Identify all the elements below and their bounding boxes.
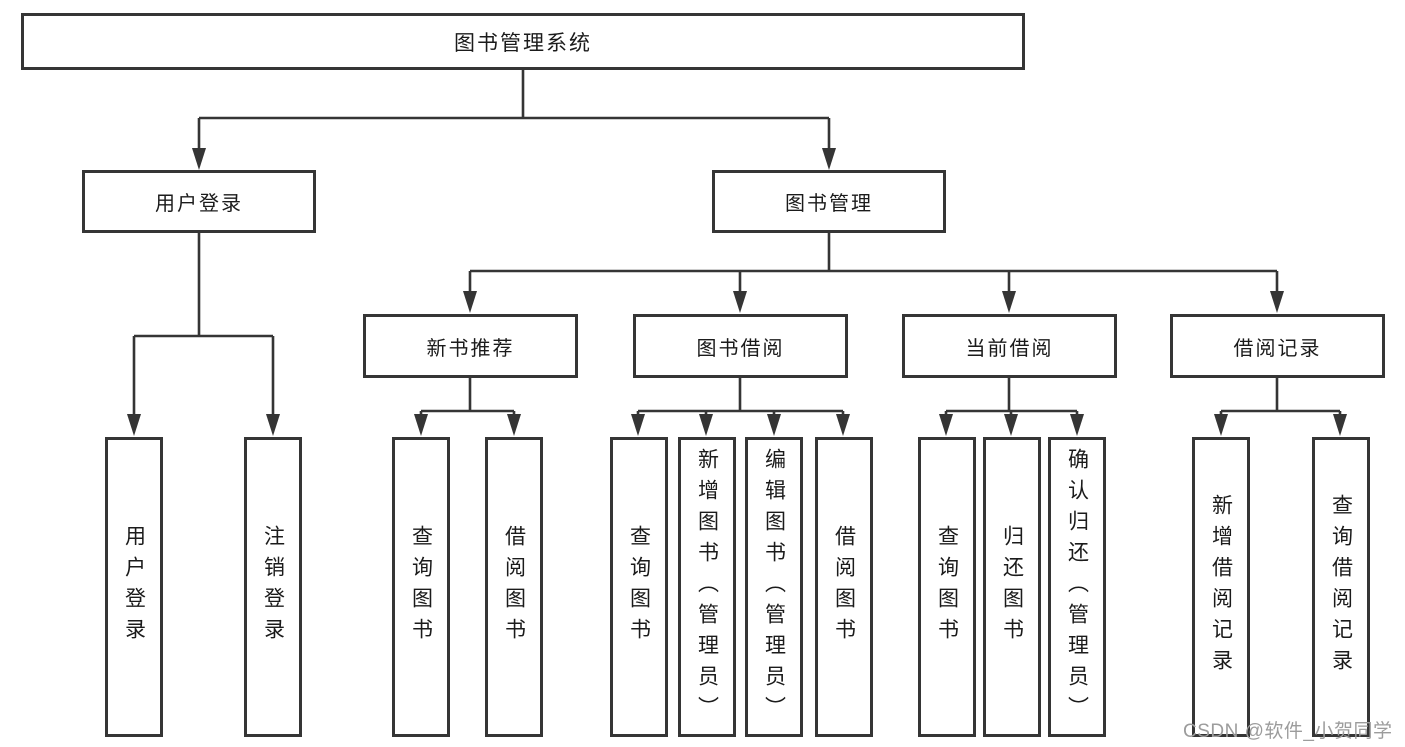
connector-current-borrow-to-leaves — [944, 378, 1079, 417]
leaf-current-query-books: 查询图书 — [918, 437, 976, 737]
leaf-label: 确认归还（管理员） — [1065, 447, 1089, 727]
connector-book-management-to-level3 — [468, 233, 1279, 293]
connector-root-to-level2 — [197, 70, 831, 150]
node-new-book-recommend: 新书推荐 — [363, 314, 578, 378]
leaf-label: 查询图书 — [409, 525, 433, 649]
node-current-borrow: 当前借阅 — [902, 314, 1117, 378]
arrowheads — [127, 148, 1347, 436]
leaf-borrow-add-books-admin: 新增图书（管理员） — [678, 437, 736, 737]
leaf-logout: 注销登录 — [244, 437, 302, 737]
csdn-watermark: CSDN @软件_小贺同学 — [1183, 721, 1393, 742]
leaf-label: 查询借阅记录 — [1329, 494, 1353, 680]
leaf-newbook-borrow-books: 借阅图书 — [485, 437, 543, 737]
leaf-label: 编辑图书（管理员） — [762, 447, 786, 727]
leaf-records-add-record: 新增借阅记录 — [1192, 437, 1250, 737]
node-root-system: 图书管理系统 — [21, 13, 1025, 70]
leaf-borrow-borrow-books: 借阅图书 — [815, 437, 873, 737]
leaf-borrow-query-books: 查询图书 — [610, 437, 668, 737]
leaf-label: 借阅图书 — [832, 525, 856, 649]
leaf-current-confirm-return-admin: 确认归还（管理员） — [1048, 437, 1106, 737]
node-user-login: 用户登录 — [82, 170, 316, 233]
connector-user-login-to-leaves — [132, 233, 275, 416]
leaf-current-return-books: 归还图书 — [983, 437, 1041, 737]
leaf-label: 归还图书 — [1000, 525, 1024, 649]
leaf-label: 注销登录 — [261, 525, 285, 649]
leaf-label: 用户登录 — [122, 525, 146, 649]
leaf-records-query-record: 查询借阅记录 — [1312, 437, 1370, 737]
leaf-label: 查询图书 — [935, 525, 959, 649]
leaf-borrow-edit-books-admin: 编辑图书（管理员） — [745, 437, 803, 737]
leaf-newbook-query-books: 查询图书 — [392, 437, 450, 737]
connector-new-book-to-leaves — [419, 378, 516, 417]
connector-borrow-records-to-leaves — [1219, 378, 1342, 417]
connector-book-borrow-to-leaves — [636, 378, 845, 417]
leaf-label: 新增借阅记录 — [1209, 494, 1233, 680]
leaf-label: 查询图书 — [627, 525, 651, 649]
node-book-borrow: 图书借阅 — [633, 314, 848, 378]
node-borrow-records: 借阅记录 — [1170, 314, 1385, 378]
node-book-management: 图书管理 — [712, 170, 946, 233]
leaf-user-login: 用户登录 — [105, 437, 163, 737]
leaf-label: 借阅图书 — [502, 525, 526, 649]
leaf-label: 新增图书（管理员） — [695, 447, 719, 727]
